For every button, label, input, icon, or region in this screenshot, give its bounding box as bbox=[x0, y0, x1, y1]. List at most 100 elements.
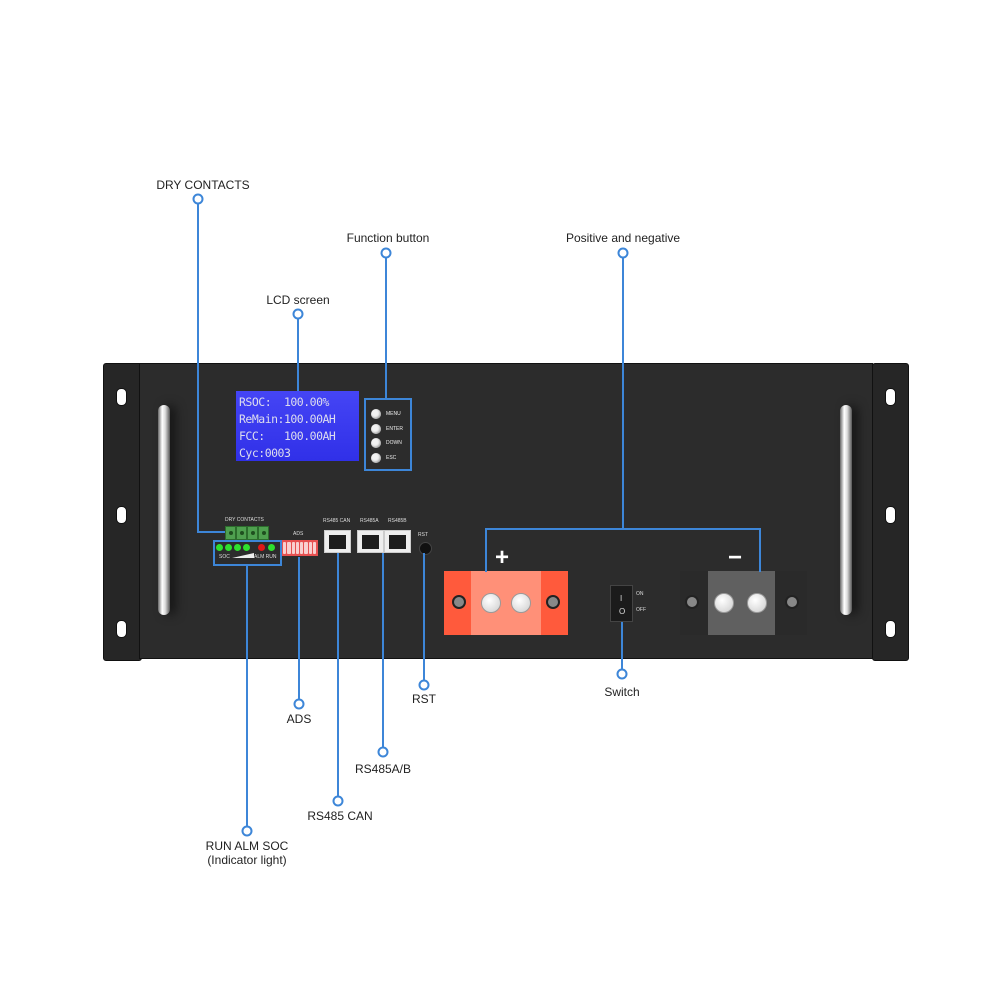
rs485b-port[interactable] bbox=[384, 530, 411, 553]
dry-contact-terminal[interactable] bbox=[258, 526, 269, 540]
alm-run-panel-label: ALM RUN bbox=[254, 554, 277, 560]
led-soc-4-icon bbox=[243, 544, 250, 551]
lcd-screen: RSOC: 100.00% ReMain:100.00AH FCC: 100.0… bbox=[236, 391, 359, 461]
function-button-frame bbox=[364, 398, 412, 471]
callout-line bbox=[298, 557, 300, 702]
negative-terminal[interactable] bbox=[680, 571, 807, 635]
mount-hole bbox=[116, 620, 127, 638]
rs485-can-panel-label: RS485 CAN bbox=[323, 518, 351, 524]
callout-line bbox=[759, 528, 761, 572]
callout-line bbox=[385, 253, 387, 399]
rs485ab-label: RS485A/B bbox=[354, 762, 412, 776]
lcd-line-cyc: Cyc:0003 bbox=[239, 446, 291, 460]
dry-contact-terminal[interactable] bbox=[236, 526, 247, 540]
ads-panel-label: ADS bbox=[293, 531, 304, 537]
power-switch[interactable]: I O bbox=[610, 585, 633, 622]
switch-label: Switch bbox=[604, 685, 640, 699]
button-icon[interactable] bbox=[371, 438, 381, 448]
mount-hole bbox=[116, 506, 127, 524]
callout-dot bbox=[241, 825, 253, 837]
callout-dot bbox=[192, 193, 204, 205]
rs485b-panel-label: RS485B bbox=[388, 518, 407, 524]
callout-line bbox=[621, 622, 623, 672]
callout-line bbox=[485, 528, 761, 530]
switch-off-label: OFF bbox=[636, 607, 646, 613]
indicator-label-line2: (Indicator light) bbox=[207, 853, 287, 867]
button-icon[interactable] bbox=[371, 424, 381, 434]
lcd-line-fcc: FCC: 100.00AH bbox=[239, 429, 336, 443]
lcd-line-remain: ReMain:100.00AH bbox=[239, 412, 336, 426]
callout-line bbox=[246, 564, 248, 831]
screw-icon bbox=[714, 593, 734, 613]
led-run-icon bbox=[268, 544, 275, 551]
switch-on-label: ON bbox=[636, 591, 644, 597]
led-soc-1-icon bbox=[216, 544, 223, 551]
rs485a-panel-label: RS485A bbox=[360, 518, 379, 524]
led-soc-3-icon bbox=[234, 544, 241, 551]
esc-button[interactable]: ESC bbox=[371, 452, 396, 464]
callout-dot bbox=[377, 746, 389, 758]
indicator-frame bbox=[213, 540, 282, 566]
screw-icon bbox=[511, 593, 531, 613]
bolt-icon bbox=[785, 595, 799, 609]
rs485-can-label: RS485 CAN bbox=[307, 809, 373, 823]
callout-dot bbox=[292, 308, 304, 320]
dry-contacts-label: DRY CONTACTS bbox=[156, 178, 250, 192]
bolt-icon bbox=[685, 595, 699, 609]
dry-contact-terminal[interactable] bbox=[247, 526, 258, 540]
soc-panel-label: SOC bbox=[219, 554, 230, 560]
callout-dot bbox=[332, 795, 344, 807]
mount-hole bbox=[885, 620, 896, 638]
down-button[interactable]: DOWN bbox=[371, 437, 402, 449]
mount-hole bbox=[885, 506, 896, 524]
right-rack-ear bbox=[872, 363, 909, 661]
menu-button[interactable]: MENU bbox=[371, 408, 401, 420]
screw-icon bbox=[481, 593, 501, 613]
callout-dot bbox=[617, 247, 629, 259]
down-label: DOWN bbox=[386, 440, 402, 446]
callout-line bbox=[485, 528, 487, 572]
screw-icon bbox=[747, 593, 767, 613]
minus-sign: − bbox=[728, 544, 743, 571]
led-alm-icon bbox=[258, 544, 265, 551]
callout-dot bbox=[380, 247, 392, 259]
callout-line bbox=[382, 553, 384, 750]
callout-line bbox=[337, 553, 339, 798]
ads-label: ADS bbox=[286, 712, 312, 726]
button-icon[interactable] bbox=[371, 409, 381, 419]
button-icon[interactable] bbox=[371, 453, 381, 463]
positive-negative-label: Positive and negative bbox=[565, 231, 681, 245]
lcd-line-rsoc: RSOC: 100.00% bbox=[239, 395, 329, 409]
menu-label: MENU bbox=[386, 411, 401, 417]
switch-on-glyph: I bbox=[620, 594, 623, 603]
left-rack-ear bbox=[103, 363, 142, 661]
switch-off-glyph: O bbox=[619, 607, 626, 616]
rst-button[interactable] bbox=[419, 542, 432, 555]
rs485-can-port[interactable] bbox=[324, 530, 351, 553]
led-soc-2-icon bbox=[225, 544, 232, 551]
function-button-label: Function button bbox=[346, 231, 430, 245]
lcd-screen-label: LCD screen bbox=[266, 293, 330, 307]
rst-label: RST bbox=[412, 692, 436, 706]
positive-terminal[interactable] bbox=[444, 571, 568, 635]
left-handle[interactable] bbox=[158, 405, 170, 615]
callout-line bbox=[297, 314, 299, 391]
mount-hole bbox=[116, 388, 127, 406]
callout-dot bbox=[418, 679, 430, 691]
callout-line bbox=[622, 253, 624, 529]
callout-dot bbox=[616, 668, 628, 680]
rst-panel-label: RST bbox=[418, 532, 428, 538]
rs485a-port[interactable] bbox=[357, 530, 384, 553]
dry-contact-terminal[interactable] bbox=[225, 526, 236, 540]
soc-ramp-icon bbox=[232, 553, 254, 558]
enter-label: ENTER bbox=[386, 426, 403, 432]
enter-button[interactable]: ENTER bbox=[371, 423, 403, 435]
callout-line bbox=[197, 531, 225, 533]
callout-line bbox=[423, 553, 425, 683]
bolt-icon bbox=[452, 595, 466, 609]
esc-label: ESC bbox=[386, 455, 397, 461]
right-handle[interactable] bbox=[840, 405, 852, 615]
ads-dip-switch[interactable] bbox=[281, 540, 318, 556]
callout-line bbox=[197, 199, 199, 532]
indicator-label-line1: RUN ALM SOC bbox=[205, 839, 289, 853]
